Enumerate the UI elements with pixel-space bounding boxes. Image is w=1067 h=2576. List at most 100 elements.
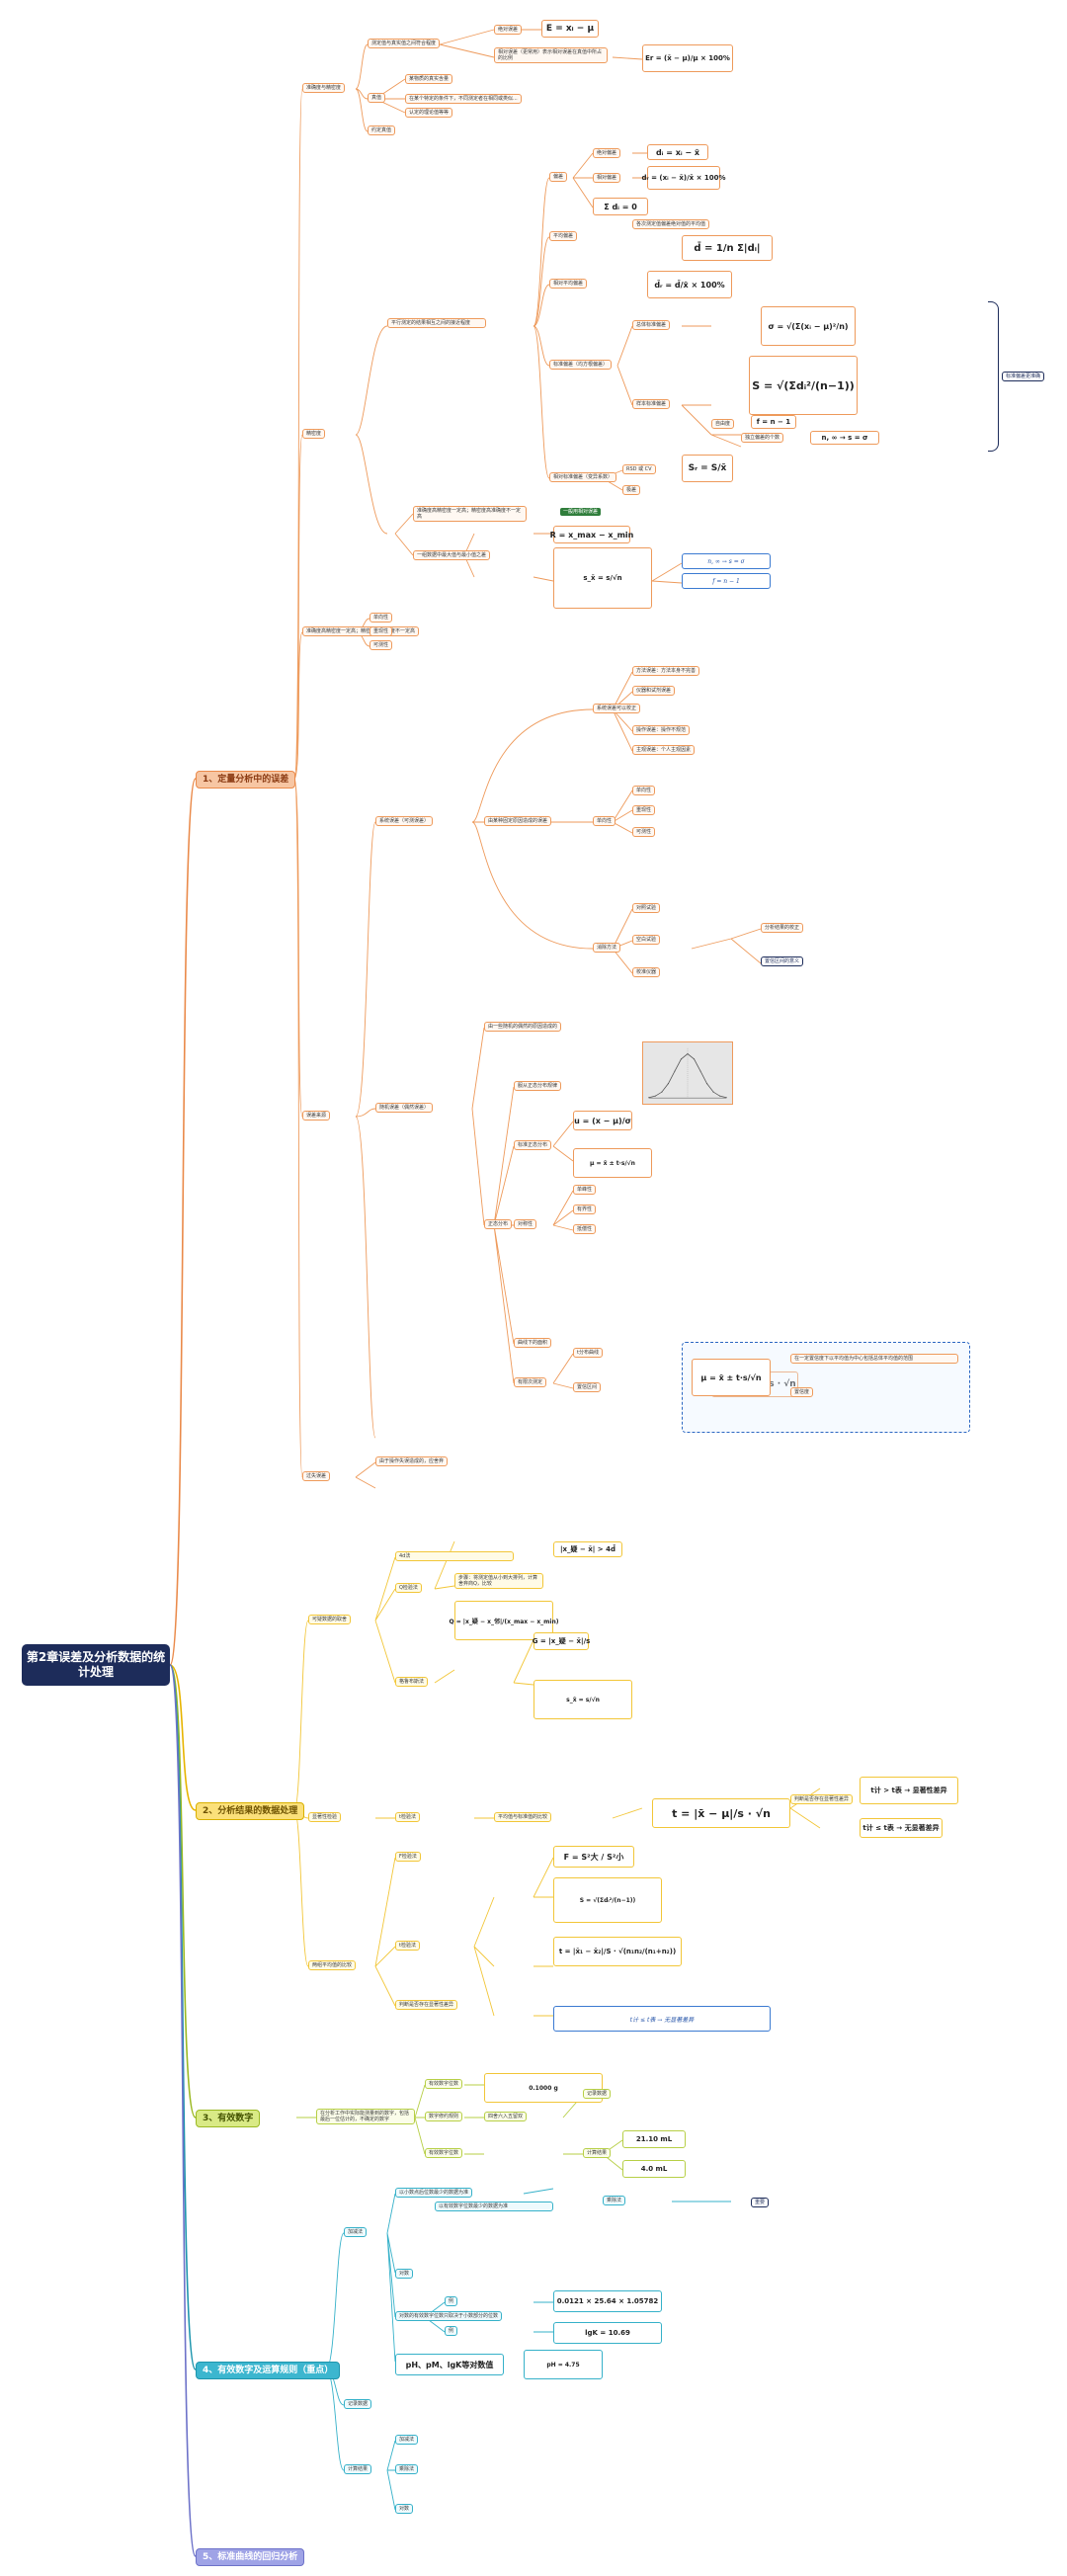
node-true-a[interactable]: 在某个特定的条件下，不同测定者在相同或类似... — [405, 94, 522, 104]
node-standard-deviation[interactable]: 标准偏差（均方根偏差） — [549, 360, 613, 370]
node-features[interactable]: 对称性 — [514, 1219, 537, 1229]
node-calibration[interactable]: 校准仪器 — [632, 967, 661, 977]
node-sample-sd[interactable]: 样本标准偏差 — [632, 399, 671, 409]
node-rel-deviation[interactable]: 相对偏差 — [593, 173, 621, 183]
node-abs-deviation[interactable]: 绝对偏差 — [593, 148, 621, 158]
node-q-steps[interactable]: 步骤：将测定值从小到大排列，计算舍弃商Q，比较 — [454, 1573, 543, 1589]
section-data-processing[interactable]: 2、分析结果的数据处理 — [196, 1802, 305, 1820]
node-accuracy-precision-relation[interactable]: 准确度高精密度一定高；精密度高准确度不一定高 — [413, 506, 527, 522]
node-random-error[interactable]: 随机误差（偶然误差） — [375, 1103, 434, 1113]
section-regression[interactable]: 5、标准曲线的回归分析 — [196, 2548, 305, 2566]
node-ci-def[interactable]: 在一定置信度下以平均值为中心包括总体平均值的范围 — [790, 1354, 958, 1364]
node-calc-log[interactable]: 对数 — [395, 2504, 414, 2514]
node-log-example[interactable]: 例 — [445, 2296, 458, 2306]
node-range-def[interactable]: 一组数据中最大值与最小值之差 — [413, 550, 491, 560]
node-true-def[interactable]: 某物质的真实含量 — [405, 74, 453, 84]
node-t-test[interactable]: t检验法 — [395, 1812, 420, 1822]
node-sys-g[interactable]: 可测性 — [369, 640, 393, 650]
node-accuracy-def[interactable]: 测定值与真实值之间符合程度 — [368, 39, 441, 48]
node-reproducible[interactable]: 重现性 — [632, 805, 656, 815]
node-two-means[interactable]: 两组平均值的比较 — [308, 1960, 357, 1970]
node-relation-heading[interactable]: 准确度高精密度一定高；精密度高准确度不一定高 — [302, 626, 420, 636]
node-deviation[interactable]: 偏差 — [549, 172, 568, 182]
node-degrees-freedom[interactable]: 自由度 — [711, 419, 735, 429]
node-sys-categories[interactable]: 系统误差可以校正 — [593, 704, 641, 713]
node-log-example-2[interactable]: 例 — [445, 2326, 458, 2336]
node-calc-rules[interactable]: 加减法 — [344, 2227, 368, 2237]
node-4d-rule[interactable]: 4d法 — [395, 1551, 514, 1561]
node-two-means-steps[interactable]: 判断是否存在显著性差异 — [395, 2000, 458, 2010]
node-method-error[interactable]: 方法误差：方法本身不完善 — [632, 666, 700, 676]
node-f-test[interactable]: F检验法 — [395, 1852, 421, 1862]
node-addition[interactable]: 以小数点后位数最少的数据为准 — [395, 2188, 473, 2198]
node-rounding-rule[interactable]: 四舍六入五留双 — [484, 2112, 528, 2121]
node-sys-f[interactable]: 重现性 — [369, 626, 393, 636]
mindmap-root-title[interactable]: 第2章误差及分析数据的统计处理 — [22, 1644, 170, 1686]
node-q-test[interactable]: Q检验法 — [395, 1583, 422, 1593]
node-precision[interactable]: 精密度 — [302, 429, 326, 439]
node-normal-law[interactable]: 服从正态分布规律 — [514, 1081, 562, 1091]
node-operation-error[interactable]: 操作误差：操作不规范 — [632, 725, 691, 735]
node-rel-avg-deviation[interactable]: 相对平均偏差 — [549, 279, 588, 289]
node-abs-error[interactable]: 绝对误差 — [494, 25, 523, 35]
node-confidence-interval[interactable]: 置信区间 — [573, 1382, 602, 1392]
node-true-value[interactable]: 真值 — [368, 93, 386, 103]
node-accuracy-precision[interactable]: 准确度与精密度 — [302, 83, 346, 93]
node-sigfig-definition[interactable]: 在分析工作中实际能测量到的数字，包括最后一位估计的，不确定的数字 — [316, 2109, 415, 2124]
node-symmetry[interactable]: 单峰性 — [573, 1185, 597, 1195]
node-area-under-curve[interactable]: 曲线下的面积 — [514, 1338, 552, 1348]
node-t-vs-standard[interactable]: 平均值与标准值的比较 — [494, 1812, 552, 1822]
node-rel-error[interactable]: 相对误差（更常用）表示相对误差在真值中所占的比例 — [494, 47, 608, 63]
node-blank-test[interactable]: 空白试验 — [632, 935, 661, 945]
section-significant-figures[interactable]: 3、有效数字 — [196, 2110, 261, 2127]
node-gross-error[interactable]: 过失误差 — [302, 1471, 331, 1481]
node-instrument-error[interactable]: 仪器和试剂误差 — [632, 686, 676, 696]
node-subjective-error[interactable]: 主观误差：个人主观因素 — [632, 745, 696, 755]
node-degrees-freedom-def[interactable]: 独立偏差的个数 — [741, 433, 784, 443]
node-population-sd[interactable]: 总体标准偏差 — [632, 320, 671, 330]
node-rsd-label[interactable]: RSD 或 CV — [622, 464, 656, 474]
node-range[interactable]: 极差 — [622, 485, 641, 495]
node-sigfig-example[interactable]: 有效数字位数 — [425, 2148, 463, 2158]
node-random-def[interactable]: 由一些随机的偶然的原因造成的 — [484, 1022, 562, 1032]
node-unimodal[interactable]: 有界性 — [573, 1205, 597, 1214]
node-systematic-error[interactable]: 系统误差（可测误差） — [375, 816, 434, 826]
node-standard-normal[interactable]: 标准正态分布 — [514, 1140, 552, 1150]
node-precision-def[interactable]: 平行测定的结果相互之间的接近程度 — [387, 318, 486, 328]
node-log[interactable]: 对数 — [395, 2269, 414, 2279]
node-control-test[interactable]: 对照试验 — [632, 903, 661, 913]
node-bounded[interactable]: 抵偿性 — [573, 1224, 597, 1234]
node-ci-level[interactable]: 置信度 — [790, 1387, 814, 1397]
node-grubbs[interactable]: 格鲁布斯法 — [395, 1677, 429, 1687]
node-multiplication-note[interactable]: 乘除法 — [603, 2196, 626, 2205]
node-error-sources[interactable]: 误差来源 — [302, 1111, 331, 1121]
node-elimination[interactable]: 消除方法 — [593, 943, 621, 953]
node-calc-result[interactable]: 计算结果 — [344, 2464, 372, 2474]
node-sys-e[interactable]: 单向性 — [369, 613, 393, 623]
section-calc-rules[interactable]: 4、有效数字及运算规则（重点） — [196, 2362, 341, 2379]
node-significance-test[interactable]: 显著性检验 — [308, 1812, 342, 1822]
node-average-deviation[interactable]: 平均偏差 — [549, 231, 578, 241]
node-conventional-true[interactable]: 约定真值 — [368, 125, 396, 135]
node-average-deviation-def[interactable]: 各次测定值偏差绝对值的平均值 — [632, 219, 710, 229]
node-sigfig-digits[interactable]: 有效数字位数 — [425, 2079, 463, 2089]
node-calc-mul[interactable]: 乘除法 — [395, 2464, 419, 2474]
section-quantitative-error[interactable]: 1、定量分析中的误差 — [196, 771, 296, 789]
node-gross-def[interactable]: 由于操作失误造成的，应舍弃 — [375, 1456, 449, 1466]
node-multiplication[interactable]: 以有效数字位数最少的数据为准 — [435, 2202, 553, 2211]
node-t-two-means[interactable]: t检验法 — [395, 1941, 420, 1951]
node-systematic-error-def[interactable]: 由某种固定原因造成的误差 — [484, 816, 552, 826]
node-result-correction[interactable]: 分析结果的校正 — [761, 923, 804, 933]
node-outlier[interactable]: 可疑数据的取舍 — [308, 1615, 352, 1624]
node-normal-distribution[interactable]: 正态分布 — [484, 1219, 513, 1229]
node-sys-features[interactable]: 单向性 — [593, 816, 616, 826]
node-record-data[interactable]: 记录数据 — [344, 2399, 372, 2409]
node-log-rule[interactable]: 对数的有效数字位数只取决于小数部分的位数 — [395, 2311, 503, 2321]
node-rounding[interactable]: 数字修约规则 — [425, 2112, 463, 2121]
node-pipette[interactable]: 计算结果 — [583, 2148, 612, 2158]
node-calc-add[interactable]: 加减法 — [395, 2435, 419, 2445]
node-finite-measurement[interactable]: 有限次测定 — [514, 1377, 547, 1387]
node-true-b[interactable]: 认定的理论值等等 — [405, 108, 453, 118]
node-rsd[interactable]: 相对标准偏差（变异系数） — [549, 472, 617, 482]
node-measurable[interactable]: 可测性 — [632, 827, 656, 837]
